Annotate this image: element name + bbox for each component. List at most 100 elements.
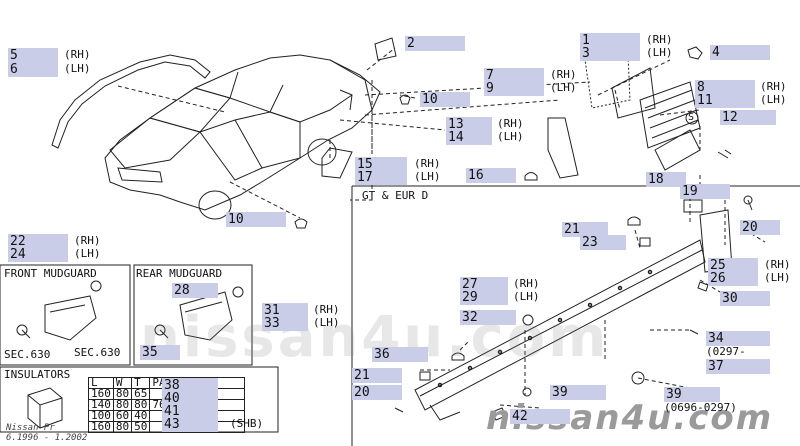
side-lh: (LH) xyxy=(646,46,673,59)
side-lh: (LH) xyxy=(760,93,787,106)
car-doors xyxy=(199,111,301,181)
part-36[interactable]: 36 xyxy=(372,347,428,362)
side-lh: (LH) xyxy=(64,62,91,75)
part-14[interactable]: 14 xyxy=(446,130,492,145)
part-10-bottom[interactable]: 10 xyxy=(226,212,286,227)
table-cell: 80 xyxy=(112,421,133,433)
front-wheel xyxy=(198,190,232,220)
screw-39 xyxy=(522,387,532,397)
front-mudguard-heading: FRONT MUDGUARD xyxy=(4,267,97,280)
clip-19 xyxy=(683,199,703,213)
section-ref-rear: SEC.630 xyxy=(74,346,121,359)
front-mudguard-box xyxy=(0,264,131,366)
mudflap-15 xyxy=(321,147,353,179)
section-ref-front: SEC.630 xyxy=(4,348,51,361)
side-rh: (RH) xyxy=(414,157,441,170)
side-lh: (LH) xyxy=(414,170,441,183)
part-1[interactable]: 1 xyxy=(580,33,640,48)
side-rh: (RH) xyxy=(497,117,524,130)
insulators-heading: INSULATORS xyxy=(4,368,71,381)
clip-21 xyxy=(627,216,641,226)
table-cell: 50 xyxy=(131,421,151,433)
side-lh: (LH) xyxy=(74,247,101,260)
side-rh: (RH) xyxy=(646,33,673,46)
part-20-bottom[interactable]: 20 xyxy=(352,385,402,400)
part-13[interactable]: 13 xyxy=(446,117,492,132)
sticker-2 xyxy=(374,37,397,61)
side-rh: (RH) xyxy=(513,277,540,290)
part-23[interactable]: 23 xyxy=(580,235,626,250)
footer-model: Nissan Pr xyxy=(6,423,55,433)
clip-21b xyxy=(419,371,431,381)
part-28[interactable]: 28 xyxy=(172,283,218,298)
screw-20a xyxy=(747,199,753,211)
part-11[interactable]: 11 xyxy=(695,93,755,108)
part-27[interactable]: 27 xyxy=(460,277,508,292)
side-lh: (LH) xyxy=(764,271,791,284)
clip-10-bottom xyxy=(294,218,308,229)
part-39-mid[interactable]: 39 xyxy=(550,385,606,400)
part-22[interactable]: 22 xyxy=(8,234,68,249)
car-grille xyxy=(117,167,163,183)
part-29[interactable]: 29 xyxy=(460,290,508,305)
part-31[interactable]: 31 xyxy=(262,303,308,318)
part-34[interactable]: 34 xyxy=(706,331,770,346)
part-19[interactable]: 19 xyxy=(680,184,730,199)
part-37[interactable]: 37 xyxy=(706,359,770,374)
part-12[interactable]: 12 xyxy=(720,110,776,125)
clip-23 xyxy=(639,237,651,247)
part-3[interactable]: 3 xyxy=(580,46,640,61)
garnish-1-3 xyxy=(584,54,631,109)
clip-36 xyxy=(451,352,465,361)
part-40[interactable]: 40 xyxy=(162,391,218,406)
range-0297: (0297- xyxy=(706,345,746,358)
vent-8-11 xyxy=(639,81,701,149)
shb-note: (SHB) xyxy=(230,417,264,430)
part-25[interactable]: 25 xyxy=(708,258,758,273)
part-7[interactable]: 7 xyxy=(484,68,544,83)
side-rh: (RH) xyxy=(764,258,791,271)
table-cell: 160 xyxy=(88,421,114,433)
part-30[interactable]: 30 xyxy=(720,291,770,306)
rear-mudguard-box xyxy=(133,264,253,366)
car-body-outline xyxy=(104,54,381,211)
screw-34 xyxy=(689,329,699,335)
part-26[interactable]: 26 xyxy=(708,271,758,286)
part-18[interactable]: 18 xyxy=(646,172,686,187)
screw-20b xyxy=(394,407,404,413)
part-20-top[interactable]: 20 xyxy=(740,220,780,235)
part-16[interactable]: 16 xyxy=(466,168,516,183)
rear-mudguard-heading: REAR MUDGUARD xyxy=(136,267,223,280)
part-24[interactable]: 24 xyxy=(8,247,68,262)
part-2[interactable]: 2 xyxy=(405,36,465,51)
part-6[interactable]: 6 xyxy=(8,62,58,77)
part-21-bottom[interactable]: 21 xyxy=(352,368,402,383)
part-33[interactable]: 33 xyxy=(262,316,308,331)
part-9[interactable]: 9 xyxy=(484,81,544,96)
gt-eur-heading: GT & EUR D xyxy=(362,189,429,202)
clip-32 xyxy=(522,314,534,326)
roof-moulding xyxy=(51,54,211,149)
part-8[interactable]: 8 xyxy=(695,80,755,95)
part-42[interactable]: 42 xyxy=(510,409,570,424)
part-5[interactable]: 5 xyxy=(8,48,58,63)
side-rh: (RH) xyxy=(760,80,787,93)
part-17[interactable]: 17 xyxy=(355,170,407,185)
part-32[interactable]: 32 xyxy=(460,310,516,325)
part-15[interactable]: 15 xyxy=(355,157,407,172)
part-35[interactable]: 35 xyxy=(140,345,180,360)
screw-s-mark: S xyxy=(688,112,695,123)
part-41[interactable]: 41 xyxy=(162,404,218,419)
part-21-top[interactable]: 21 xyxy=(562,222,608,237)
part-4[interactable]: 4 xyxy=(710,45,770,60)
screw-near-12 xyxy=(717,149,732,159)
part-43[interactable]: 43 xyxy=(162,417,218,432)
part-38[interactable]: 38 xyxy=(162,378,218,393)
part-10-top[interactable]: 10 xyxy=(420,92,470,107)
part-39-right[interactable]: 39 xyxy=(664,387,720,402)
clip-16 xyxy=(524,172,538,181)
range-0696-0297: (0696-0297) xyxy=(664,401,737,414)
side-rh: (RH) xyxy=(74,234,101,247)
footer-dates: 6.1996 - 1.2002 xyxy=(6,433,88,443)
